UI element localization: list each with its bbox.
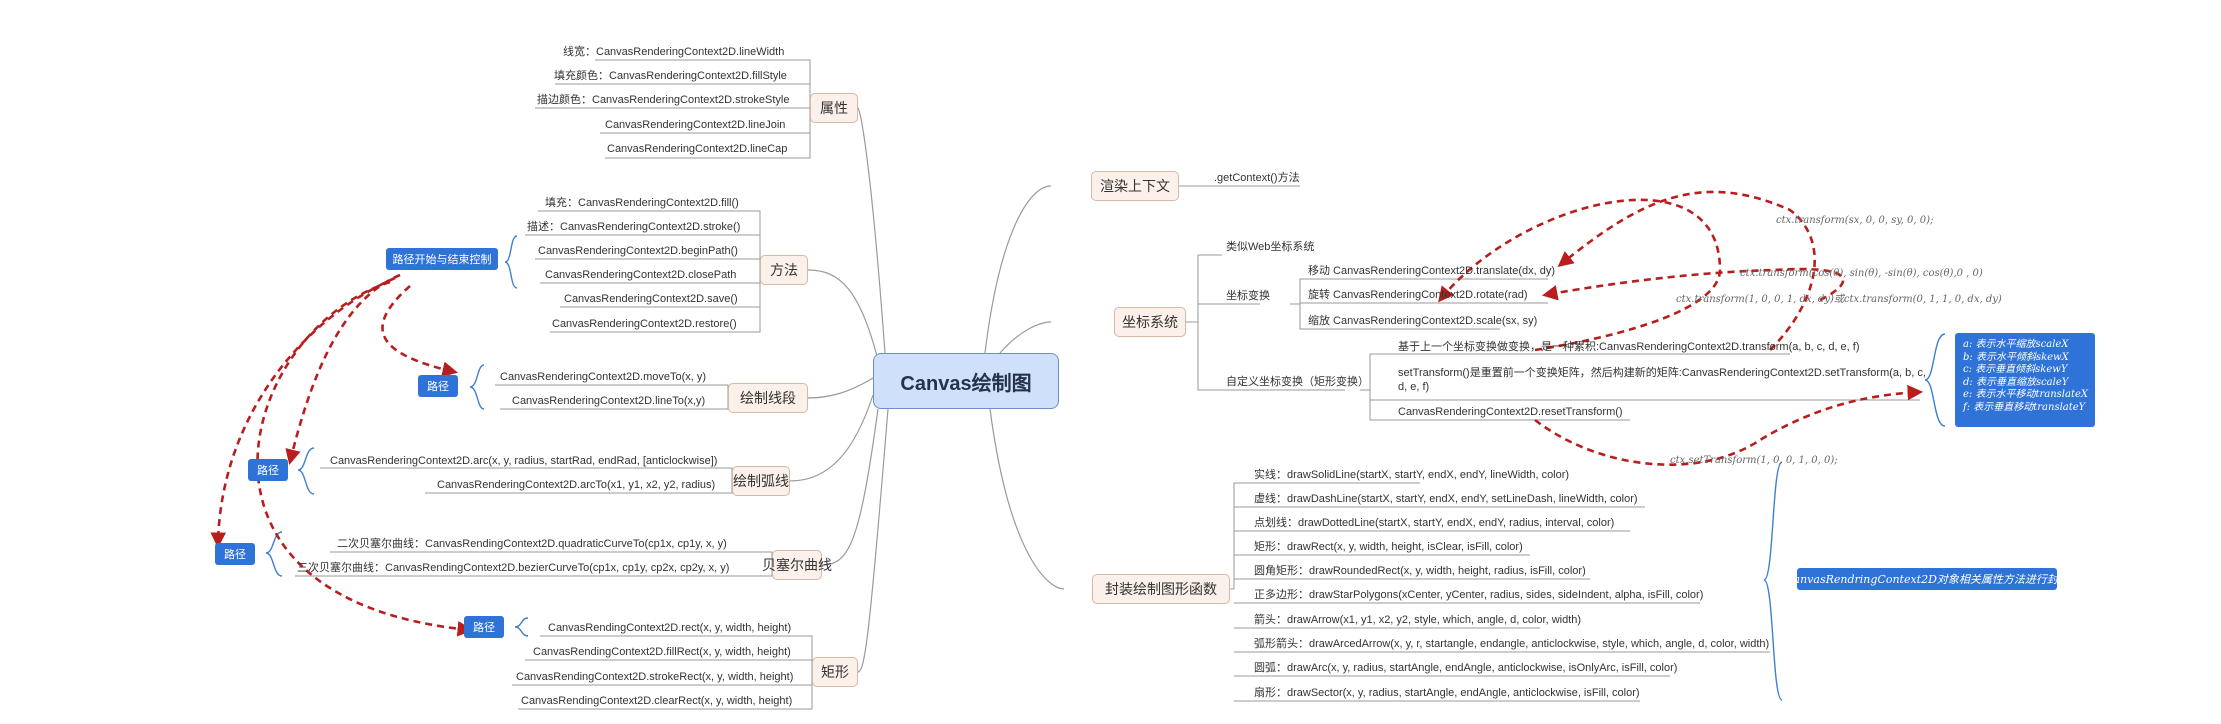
topic-methods[interactable]: 方法 [760,255,808,285]
leaf-clear-rect: CanvasRendingContext2D.clearRect(x, y, w… [521,695,793,707]
legend-e: e: 表示水平移动translateX [1963,389,2089,400]
topic-rect[interactable]: 矩形 [812,657,858,687]
leaf-fill: 填充：CanvasRenderingContext2D.fill() [545,197,739,209]
leaf-dash-line: 虚线：drawDashLine(startX, startY, endX, en… [1254,493,1638,505]
tag-path-arcs[interactable]: 路径 [248,459,288,481]
note-translate-matrix: ctx.transform(1, 0, 0, 1, dx, dy)或ctx.tr… [1676,294,2002,305]
leaf-get-context: .getContext()方法 [1214,172,1300,184]
leaf-line-to: CanvasRenderingContext2D.lineTo(x,y) [512,395,706,407]
leaf-quadratic: 二次贝塞尔曲线：CanvasRendingContext2D.quadratic… [337,538,727,550]
leaf-rotate: 旋转 CanvasRenderingContext2D.rotate(rad) [1308,289,1528,301]
topic-bezier[interactable]: 贝塞尔曲线 [762,550,832,580]
tag-path-rect[interactable]: 路径 [464,616,504,638]
topic-draw-arcs[interactable]: 绘制弧线 [732,466,790,496]
leaf-arrow: 箭头：drawArrow(x1, y1, x2, y2, style, whic… [1254,614,1582,626]
leaf-line-join: CanvasRenderingContext2D.lineJoin [605,119,786,131]
leaf-line-cap: CanvasRenderingContext2D.lineCap [607,143,788,155]
topic-shape-functions[interactable]: 封装绘制图形函数 [1092,574,1230,604]
leaf-star-polygons: 正多边形：drawStarPolygons(xCenter, yCenter, … [1254,589,1704,601]
leaf-set-transform: setTransform()是重置前一个变换矩阵，然后构建新的矩阵:Canvas… [1398,367,1926,379]
leaf-custom-transform: 自定义坐标变换（矩形变换） [1226,376,1369,388]
topic-draw-lines[interactable]: 绘制线段 [728,383,808,413]
leaf-arc: CanvasRenderingContext2D.arc(x, y, radiu… [330,455,718,467]
leaf-transform: 基于上一个坐标变换做变换，是一种累积:CanvasRenderingContex… [1398,341,1860,353]
legend-f: f: 表示垂直移动translateY [1963,401,2086,413]
legend-c: c: 表示垂直倾斜skewY [1963,364,2068,375]
topic-attributes[interactable]: 属性 [810,93,858,123]
leaf-dotted-line: 点划线：drawDottedLine(startX, startY, endX,… [1254,517,1615,529]
central-topic[interactable]: Canvas绘制图 [873,353,1059,409]
leaf-draw-rect: 矩形：drawRect(x, y, width, height, isClear… [1254,541,1523,553]
leaf-coord-transform: 坐标变换 [1226,290,1270,302]
leaf-draw-arc: 圆弧：drawArc(x, y, radius, startAngle, end… [1254,662,1678,674]
leaf-stroke-rect: CanvasRendingContext2D.strokeRect(x, y, … [516,671,794,683]
tag-path-bezier[interactable]: 路径 [215,543,255,565]
note-scale-matrix: ctx.transform(sx, 0, 0, sy, 0, 0); [1776,215,1934,226]
tag-path-lines[interactable]: 路径 [418,375,458,397]
leaf-begin-path: CanvasRenderingContext2D.beginPath() [538,245,738,257]
topic-coordinate-system[interactable]: 坐标系统 [1114,307,1186,337]
leaf-fill-rect: CanvasRendingContext2D.fillRect(x, y, wi… [533,646,791,658]
topic-render-context[interactable]: 渲染上下文 [1091,171,1179,201]
leaf-solid-line: 实线：drawSolidLine(startX, startY, endX, e… [1254,469,1570,481]
leaf-save: CanvasRenderingContext2D.save() [564,293,738,305]
leaf-arced-arrow: 弧形箭头：drawArcedArrow(x, y, r, startangle,… [1254,638,1770,650]
leaf-reset-transform: CanvasRenderingContext2D.resetTransform(… [1398,406,1623,418]
note-reset-matrix: ctx.setTransform(1, 0, 0, 1, 0, 0); [1670,455,1838,466]
tag-path-control[interactable]: 路径开始与结束控制 [386,248,498,270]
transform-params-legend: a: 表示水平缩放scaleX b: 表示水平倾斜skewX c: 表示垂直倾斜… [1955,333,2095,427]
leaf-close-path: CanvasRenderingContext2D.closePath [545,269,737,281]
leaf-arc-to: CanvasRenderingContext2D.arcTo(x1, y1, x… [437,479,716,491]
leaf-set-transform-cont: d, e, f) [1398,381,1430,393]
leaf-move-to: CanvasRenderingContext2D.moveTo(x, y) [500,371,707,383]
legend-b: b: 表示水平倾斜skewX [1963,351,2069,363]
leaf-scale: 缩放 CanvasRenderingContext2D.scale(sx, sy… [1308,315,1538,327]
leaf-restore: CanvasRenderingContext2D.restore() [552,318,737,330]
note-rotate-matrix: ctx.transform(cos(θ), sin(θ), -sin(θ), c… [1740,268,1983,279]
legend-a: a: 表示水平缩放scaleX [1963,339,2069,350]
leaf-bezier: 三次贝塞尔曲线：CanvasRendingContext2D.bezierCur… [297,562,730,574]
leaf-translate: 移动 CanvasRenderingContext2D.translate(dx… [1308,265,1556,277]
tag-shape-wrapper[interactable]: CanvasRendringContext2D对象相关属性方法进行封装 [1785,568,2069,590]
leaf-rect: CanvasRendingContext2D.rect(x, y, width,… [548,622,792,634]
leaf-web-coords: 类似Web坐标系统 [1226,241,1315,253]
legend-d: d: 表示垂直缩放scaleY [1963,376,2069,388]
leaf-draw-sector: 扇形：drawSector(x, y, radius, startAngle, … [1254,687,1640,699]
leaf-line-width: 线宽：CanvasRenderingContext2D.lineWidth [563,46,785,58]
leaf-rounded-rect: 圆角矩形：drawRoundedRect(x, y, width, height… [1254,565,1586,577]
leaf-stroke: 描述：CanvasRenderingContext2D.stroke() [527,221,741,233]
leaf-stroke-style: 描边颜色：CanvasRenderingContext2D.strokeStyl… [537,94,790,106]
leaf-fill-style: 填充颜色：CanvasRenderingContext2D.fillStyle [554,70,787,82]
